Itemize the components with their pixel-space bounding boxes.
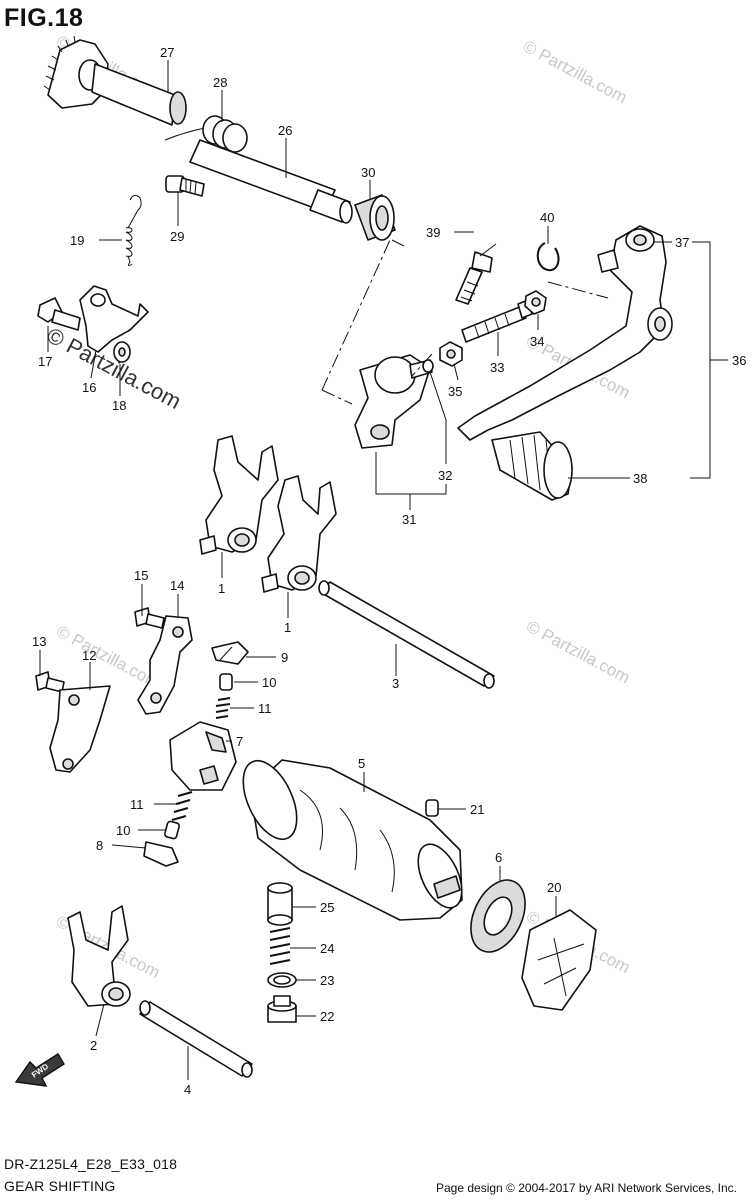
ref-label-11b: 11 xyxy=(130,797,144,812)
section-title: GEAR SHIFTING xyxy=(4,1178,116,1194)
ref-label-2: 2 xyxy=(90,1038,97,1053)
ref-label-35: 35 xyxy=(448,384,462,399)
copyright-credit: Page design © 2004-2017 by ARI Network S… xyxy=(435,1181,737,1195)
pin-part-10-b xyxy=(164,820,180,840)
figure-title: FIG.18 xyxy=(4,4,84,32)
ref-label-19: 19 xyxy=(70,233,84,248)
ref-label-21: 21 xyxy=(470,802,484,817)
washer-part-6 xyxy=(470,879,526,953)
bolt-part-33 xyxy=(461,299,533,343)
cam-gear-part-20 xyxy=(521,909,597,1011)
ref-label-25: 25 xyxy=(320,900,334,915)
ref-label-39: 39 xyxy=(426,225,440,240)
ref-label-1a: 1 xyxy=(218,581,225,596)
forward-arrow: FWD xyxy=(14,1053,65,1087)
ref-label-1b: 1 xyxy=(284,620,291,635)
ref-label-10a: 10 xyxy=(262,675,276,690)
ref-label-24: 24 xyxy=(320,941,334,956)
ref-label-12: 12 xyxy=(82,648,96,663)
gearshift-lever-parts-36-38 xyxy=(457,225,673,501)
spring-part-19 xyxy=(125,194,142,267)
stopper-assembly-parts-16-18 xyxy=(37,285,149,363)
spring-part-11-b xyxy=(171,791,193,821)
pin-part-10-a xyxy=(219,673,233,691)
fork-shaft-part-3 xyxy=(318,580,495,689)
center-lines xyxy=(321,239,609,405)
pin-part-21 xyxy=(425,799,439,817)
bolt-part-13 xyxy=(35,671,65,693)
bolt-part-15 xyxy=(134,607,165,629)
ref-label-34: 34 xyxy=(530,334,544,349)
ref-label-10b: 10 xyxy=(116,823,130,838)
ref-label-14: 14 xyxy=(170,578,184,593)
ref-label-23: 23 xyxy=(320,973,334,988)
ref-label-36: 36 xyxy=(732,353,746,368)
ref-label-31: 31 xyxy=(402,512,416,527)
leader-lines xyxy=(39,60,728,1080)
stopper-part-25 xyxy=(267,882,293,926)
ref-label-11a: 11 xyxy=(258,701,272,716)
ref-label-33: 33 xyxy=(490,360,504,375)
oil-seal-part-30 xyxy=(354,194,396,241)
ref-label-37: 37 xyxy=(675,235,689,250)
shift-drum-part-5 xyxy=(242,759,463,921)
ref-label-27: 27 xyxy=(160,45,174,60)
fork-shaft-part-4 xyxy=(139,1000,253,1078)
model-code: DR-Z125L4_E28_E33_018 xyxy=(4,1156,178,1172)
pawl-part-8 xyxy=(143,841,179,867)
cam-part-7 xyxy=(169,721,237,791)
ref-label-40: 40 xyxy=(540,210,554,225)
bolt-part-22 xyxy=(267,995,297,1023)
gearshift-fork-part-1-b xyxy=(261,475,337,593)
bolt-part-29 xyxy=(165,175,205,197)
circlip-part-40 xyxy=(536,242,560,272)
gearshift-link-parts-31-32 xyxy=(354,354,434,449)
ref-label-38: 38 xyxy=(633,471,647,486)
ref-label-22: 22 xyxy=(320,1009,334,1024)
ref-label-3: 3 xyxy=(392,676,399,691)
nut-part-35 xyxy=(439,341,463,367)
ref-label-6: 6 xyxy=(495,850,502,865)
ref-label-29: 29 xyxy=(170,229,184,244)
ref-label-18: 18 xyxy=(112,398,126,413)
gearshift-fork-part-2 xyxy=(67,905,131,1007)
plate-part-12 xyxy=(49,685,111,773)
gearshift-fork-part-1-a xyxy=(199,435,279,555)
ref-label-26: 26 xyxy=(278,123,292,138)
spring-part-24 xyxy=(269,927,291,965)
nut-part-34 xyxy=(524,290,547,315)
ref-label-20: 20 xyxy=(547,880,561,895)
pawl-part-9 xyxy=(211,641,249,665)
ref-label-4: 4 xyxy=(184,1082,191,1097)
ref-label-9: 9 xyxy=(281,650,288,665)
ref-label-28: 28 xyxy=(213,75,227,90)
ref-label-15: 15 xyxy=(134,568,148,583)
ref-label-16: 16 xyxy=(82,380,96,395)
washer-part-23 xyxy=(267,972,297,988)
ref-label-13: 13 xyxy=(32,634,46,649)
ref-label-7: 7 xyxy=(236,734,243,749)
ref-label-30: 30 xyxy=(361,165,375,180)
watermark-text: © Partzilla.com xyxy=(523,617,633,688)
ref-label-17: 17 xyxy=(38,354,52,369)
ref-label-5: 5 xyxy=(358,756,365,771)
ref-label-32: 32 xyxy=(438,468,452,483)
shaft-part-26 xyxy=(189,139,353,224)
watermark-text: © Partzilla.com xyxy=(520,37,630,108)
part-reference-labels: 27 28 26 30 19 29 17 16 18 40 39 37 36 3… xyxy=(32,45,746,1097)
watermark-text: © Partzilla.com xyxy=(53,622,163,693)
cam-guide-plate-part-14 xyxy=(137,615,193,715)
ref-label-8: 8 xyxy=(96,838,103,853)
shift-shaft-plate-part-27 xyxy=(43,35,187,126)
bolt-part-39 xyxy=(455,251,493,305)
spring-part-11-a xyxy=(215,697,231,719)
